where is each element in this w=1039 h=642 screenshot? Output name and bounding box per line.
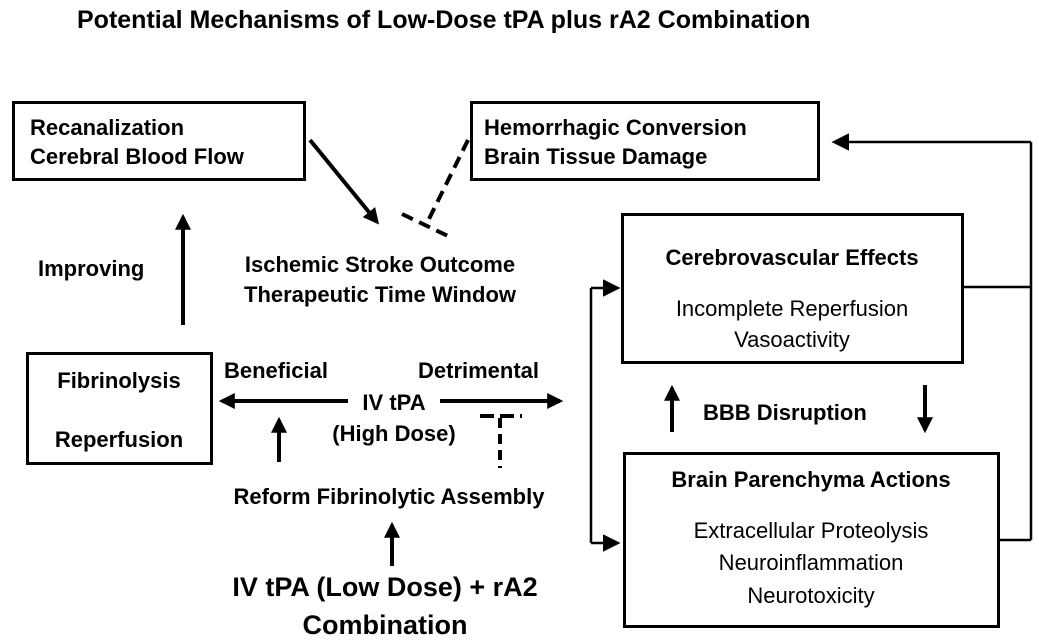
hemorrhagic-line1: Hemorrhagic Conversion (484, 115, 747, 140)
parenchyma-line1: Extracellular Proteolysis (693, 518, 929, 543)
ivtpa-high-line1: IV tPA (362, 390, 426, 415)
inhibit-hemorrhagic-bar (401, 212, 449, 238)
fibrinolysis-box (26, 352, 213, 465)
diagram-title: Potential Mechanisms of Low-Dose tPA plu… (77, 6, 811, 34)
detrimental-label: Detrimental (418, 358, 540, 383)
recanalization-line2: Cerebral Blood Flow (30, 144, 244, 169)
combination-line2: Combination (302, 610, 468, 640)
fibrinolysis-line2: Reperfusion (54, 427, 184, 452)
hemorrhagic-line2: Brain Tissue Damage (484, 144, 708, 169)
recanalization-box (12, 101, 306, 181)
outcome-line2: Therapeutic Time Window (244, 282, 516, 307)
combination-line1: IV tPA (Low Dose) + rA2 (232, 572, 538, 602)
cerebrovascular-line2: Vasoactivity (734, 327, 850, 352)
beneficial-label: Beneficial (224, 358, 328, 383)
outcome-line1: Ischemic Stroke Outcome (244, 252, 516, 277)
parenchyma-heading: Brain Parenchyma Actions (671, 467, 951, 492)
parenchyma-box (623, 452, 1000, 628)
reform-assembly-label: Reform Fibrinolytic Assembly (233, 484, 545, 509)
arrow-recanalization-to-outcome (308, 138, 380, 225)
cerebrovascular-line1: Incomplete Reperfusion (675, 296, 909, 321)
inhibit-hemorrhagic-dashed-line (423, 139, 470, 228)
cerebrovascular-box (621, 213, 964, 364)
parenchyma-line2: Neuroinflammation (718, 550, 904, 575)
improving-label: Improving (38, 256, 145, 281)
fibrinolysis-line1: Fibrinolysis (57, 368, 181, 393)
bbb-disruption-label: BBB Disruption (703, 400, 867, 425)
parenchyma-line3: Neurotoxicity (747, 583, 875, 608)
ivtpa-high-line2: (High Dose) (332, 421, 456, 446)
hemorrhagic-box (470, 101, 820, 181)
recanalization-line1: Recanalization (30, 115, 185, 140)
cerebrovascular-heading: Cerebrovascular Effects (665, 245, 919, 270)
